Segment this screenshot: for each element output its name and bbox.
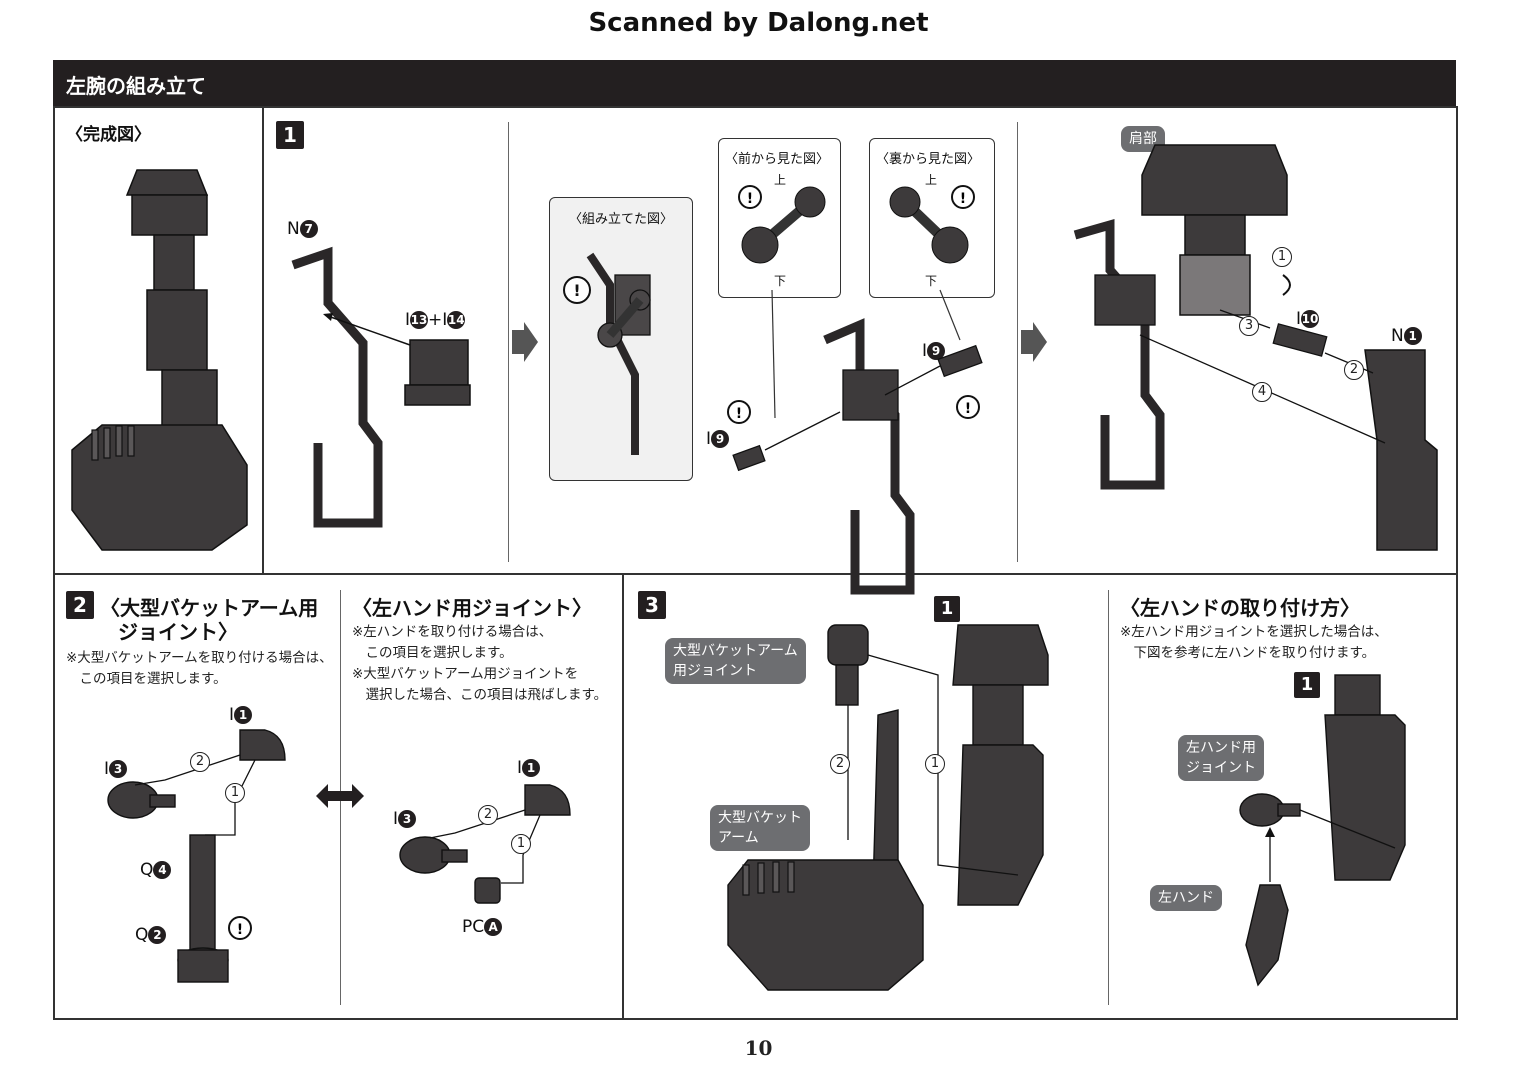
down-label: 下 xyxy=(925,274,938,288)
step3-bucket-assembly-illustration xyxy=(727,624,1049,991)
page-number: 10 xyxy=(744,1036,773,1060)
bucket-arm-tag: 大型バケット アーム xyxy=(710,805,810,851)
front-view-box xyxy=(718,138,841,298)
order-marker: 1 xyxy=(225,783,245,803)
step2-joint-illustration: ! xyxy=(107,729,286,983)
order-marker: 4 xyxy=(1252,382,1272,402)
down-label: 下 xyxy=(774,274,787,288)
completed-arm-illustration xyxy=(71,169,248,551)
back-view-box xyxy=(869,138,995,298)
order-marker: 3 xyxy=(1239,316,1259,336)
step2-title-line2: ジョイント〉 xyxy=(118,620,238,644)
bucket-arm-joint-tag: 大型バケットアーム 用ジョイント xyxy=(665,638,806,684)
up-label: 上 xyxy=(774,173,787,187)
step1-joint-assembly-illustration: ! ! xyxy=(727,289,983,595)
back-view-title: 〈裏から見た図〉 xyxy=(876,152,981,167)
divider xyxy=(1108,590,1109,1005)
step2-note: ※大型バケットアームを取り付ける場合は、 この項目を選択します。 xyxy=(66,650,333,687)
step-number: 1 xyxy=(276,121,304,149)
up-label: 上 xyxy=(925,173,938,187)
step-number: 2 xyxy=(66,591,94,619)
divider xyxy=(508,122,509,562)
svg-text:!: ! xyxy=(965,401,971,417)
step2-title-line1: 〈大型バケットアーム用 xyxy=(100,596,319,620)
back-view-joint-illustration: ! xyxy=(889,185,975,264)
left-hand-joint-title: 〈左ハンド用ジョイント〉 xyxy=(352,596,592,620)
order-marker: 1 xyxy=(511,834,531,854)
reference-step-number: 1 xyxy=(1294,672,1320,698)
part-label-i13-i14: I13+I14 xyxy=(405,310,466,330)
scan-credit: Scanned by Dalong.net xyxy=(588,8,929,38)
left-hand-mount-note: ※左ハンド用ジョイントを選択した場合は、 下図を参考に左ハンドを取り付けます。 xyxy=(1120,624,1388,661)
page-title: 左腕の組み立て xyxy=(66,74,206,98)
order-marker: 2 xyxy=(1344,360,1364,380)
order-marker: 2 xyxy=(190,752,210,772)
divider xyxy=(622,573,624,1018)
step1-frame-part xyxy=(291,246,471,528)
order-marker: 2 xyxy=(830,754,850,774)
left-hand-mount-title: 〈左ハンドの取り付け方〉 xyxy=(1120,596,1360,620)
front-view-joint-illustration: ! xyxy=(738,185,826,264)
svg-text:!: ! xyxy=(960,191,966,207)
swap-arrow-icon xyxy=(316,784,364,808)
left-hand-joint-tag: 左ハンド用 ジョイント xyxy=(1178,735,1264,781)
svg-text:!: ! xyxy=(237,922,243,938)
assembled-view-title: 〈組み立てた図〉 xyxy=(569,212,674,227)
left-hand-tag: 左ハンド xyxy=(1150,885,1222,911)
reference-step-number: 1 xyxy=(934,596,960,622)
left-hand-joint-illustration xyxy=(399,784,571,904)
divider xyxy=(53,573,1456,575)
order-marker: 1 xyxy=(925,754,945,774)
order-marker: 2 xyxy=(478,805,498,825)
instruction-frame xyxy=(53,106,1458,1020)
step1-shoulder-assembly-illustration xyxy=(1073,144,1438,551)
assembled-view-illustration: ! xyxy=(563,252,651,455)
step-number: 3 xyxy=(638,591,666,619)
order-marker: 1 xyxy=(1272,247,1292,267)
part-label-i10: I10 xyxy=(1296,309,1320,329)
step-arrow-icon xyxy=(512,322,538,362)
divider xyxy=(262,106,264,574)
front-view-title: 〈前から見た図〉 xyxy=(725,152,830,167)
left-hand-mount-illustration xyxy=(1239,674,1406,987)
left-hand-joint-note: ※左ハンドを取り付ける場合は、 この項目を選択します。 ※大型バケットアーム用ジ… xyxy=(352,624,608,703)
step-arrow-icon xyxy=(1021,322,1047,362)
header-bar xyxy=(53,60,1456,106)
svg-text:!: ! xyxy=(747,191,753,207)
svg-text:!: ! xyxy=(736,406,742,422)
completed-title: 〈完成図〉 xyxy=(66,125,151,145)
svg-text:!: ! xyxy=(573,281,580,300)
divider xyxy=(1017,122,1018,562)
